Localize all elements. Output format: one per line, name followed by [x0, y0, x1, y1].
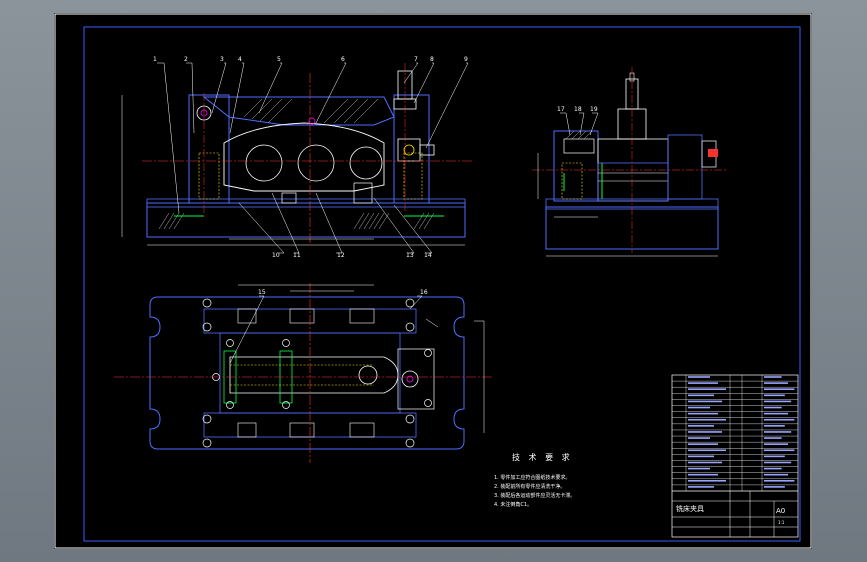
parts-list-entry	[688, 425, 714, 427]
outer-border	[54, 13, 812, 549]
callout-4: 4	[238, 56, 242, 63]
parts-list-entry	[764, 461, 792, 464]
parts-list-entry	[688, 388, 726, 391]
technical-requirements: 技 术 要 求 1. 零件加工应符合图纸技术要求。 2. 装配前所有零件应清洗干…	[494, 452, 575, 508]
parts-list-entry	[764, 388, 795, 391]
parts-list-entry	[688, 418, 726, 421]
parts-list-entry	[764, 449, 795, 452]
parts-list-entry	[764, 418, 795, 421]
assembly-drawing: 1 2 3 4 5 6 7 8 9 10 11 12 13 14	[54, 13, 812, 549]
title-block: 铣床夹具 A0 1:1	[671, 374, 799, 538]
side-view: 17 18 19	[532, 67, 726, 257]
parts-list-entry	[688, 479, 726, 482]
callout-3: 3	[220, 56, 224, 63]
callout-9: 9	[464, 56, 468, 63]
parts-list-entry	[764, 382, 788, 384]
parts-list-entry	[688, 449, 726, 452]
inner-frame	[83, 26, 801, 542]
parts-list-entry	[764, 437, 782, 439]
callout-15: 15	[258, 289, 266, 296]
parts-list-entry	[688, 431, 722, 433]
parts-list-entry	[688, 412, 718, 415]
parts-list-entry	[688, 376, 710, 378]
parts-list-entry	[764, 400, 792, 403]
parts-list-entry	[764, 479, 795, 482]
parts-list-entry	[688, 394, 714, 397]
callout-5: 5	[277, 56, 281, 63]
callout-1: 1	[153, 56, 157, 63]
callout-16: 16	[420, 289, 428, 296]
callout-6: 6	[341, 56, 345, 63]
base-hatch	[158, 212, 435, 230]
callout-17: 17	[557, 106, 565, 113]
sheet-size: A0	[776, 507, 785, 515]
parts-list-entry	[764, 412, 788, 415]
tech-req-line-1: 1. 零件加工应符合图纸技术要求。	[494, 474, 570, 481]
cad-drawing-sheet: 1 2 3 4 5 6 7 8 9 10 11 12 13 14	[54, 13, 812, 549]
parts-list-entry	[688, 467, 710, 470]
callout-13: 13	[406, 252, 414, 259]
tech-req-title: 技 术 要 求	[512, 452, 573, 462]
callout-2: 2	[184, 56, 188, 63]
parts-list-entry	[764, 425, 785, 427]
parts-list-entry	[688, 461, 722, 464]
parts-list-entry	[688, 443, 718, 445]
top-view: 15 16	[114, 283, 494, 463]
parts-list-entry	[688, 382, 718, 384]
callout-10: 10	[272, 252, 280, 259]
callout-7: 7	[414, 56, 418, 63]
parts-list-entry	[764, 406, 782, 409]
parts-list-entry	[688, 406, 710, 409]
drawing-name: 铣床夹具	[676, 504, 704, 513]
callout-11: 11	[293, 252, 301, 259]
parts-list-entry	[764, 486, 785, 488]
parts-list-entry	[764, 443, 788, 445]
beam-hatch	[243, 98, 379, 124]
parts-list-entry	[764, 467, 782, 470]
parts-list-entry	[764, 376, 782, 378]
callout-18: 18	[574, 106, 582, 113]
parts-list-entry	[688, 455, 714, 458]
parts-list-entry	[764, 431, 792, 433]
front-view: 1 2 3 4 5 6 7 8 9 10 11 12 13 14	[121, 56, 474, 259]
callout-8: 8	[430, 56, 434, 63]
tech-req-line-3: 3. 装配后各运动部件应灵活无卡滞。	[494, 492, 575, 499]
parts-list-entry	[764, 473, 788, 476]
parts-list-entry	[764, 455, 785, 458]
tech-req-line-4: 4. 未注倒角C1。	[494, 501, 532, 508]
front-view-leaders	[157, 62, 469, 254]
callout-19: 19	[590, 106, 598, 113]
parts-list-entry	[688, 437, 710, 439]
parts-list-entry	[764, 394, 785, 397]
callout-12: 12	[337, 252, 345, 259]
callout-14: 14	[424, 252, 432, 259]
scale-value: 1:1	[778, 520, 785, 525]
parts-list-entry	[688, 400, 722, 403]
tech-req-line-2: 2. 装配前所有零件应清洗干净。	[494, 483, 565, 490]
parts-list-entry	[688, 473, 718, 476]
parts-list-entry	[688, 486, 714, 488]
